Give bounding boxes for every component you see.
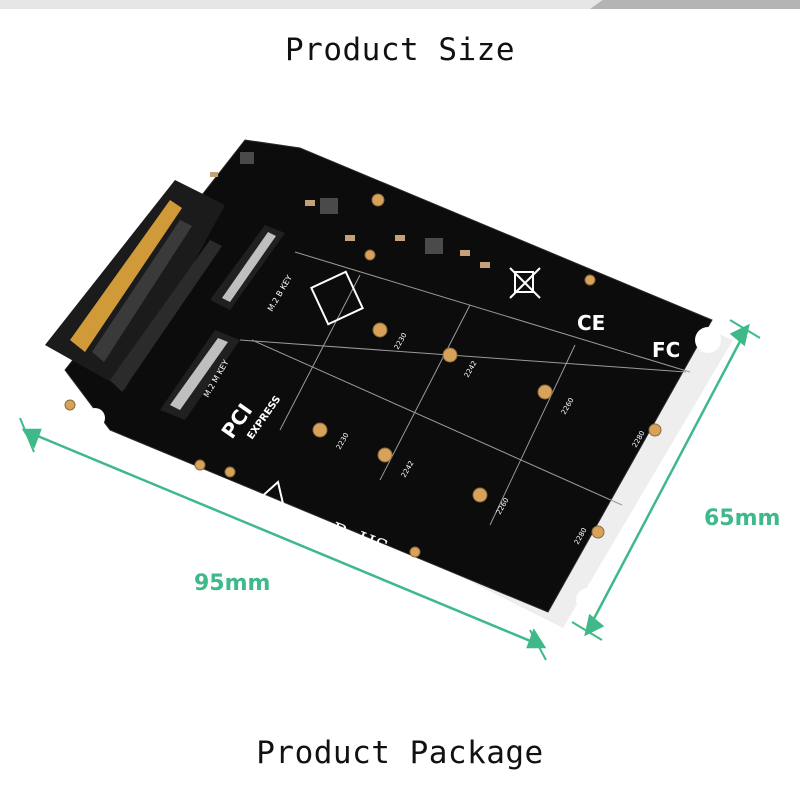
top-bar-accent — [590, 0, 800, 9]
height-arrow-bottom — [584, 613, 605, 637]
width-dimension-line — [27, 430, 541, 647]
dimension-lines — [19, 319, 761, 661]
esd-warning-icon — [256, 480, 286, 510]
product-package-heading: Product Package — [256, 735, 544, 771]
ce-mark: CE — [577, 311, 605, 335]
m2-slots — [160, 225, 285, 420]
pcb-board — [64, 139, 713, 613]
width-arrow-right — [526, 628, 547, 649]
weee-bin-icon — [509, 267, 541, 299]
m2-logo-icon — [309, 270, 365, 326]
smd-components — [210, 172, 490, 268]
board-grid — [239, 251, 691, 526]
height-dimension-line — [586, 329, 748, 631]
fcc-mark: FC — [652, 338, 680, 362]
top-bar — [0, 0, 800, 9]
height-dimension-label: 65mm — [704, 506, 781, 531]
height-arrow-top — [729, 323, 750, 347]
ic-chips — [240, 152, 443, 254]
u2-connector — [45, 180, 225, 392]
mounting-pads — [64, 193, 662, 558]
width-dimension-label: 95mm — [194, 571, 271, 596]
product-size-heading: Product Size — [285, 32, 515, 68]
